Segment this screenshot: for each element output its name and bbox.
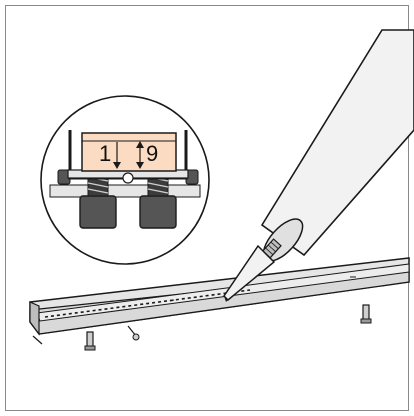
sealant-cartridge-icon	[223, 29, 414, 302]
support-leg	[360, 304, 372, 324]
drain-channel-icon	[29, 257, 410, 351]
dimension-arrow-left	[113, 142, 121, 169]
dimension-label-left: 1	[99, 141, 111, 166]
dimension-arrow-right	[136, 141, 144, 169]
support-leg	[32, 325, 140, 345]
channel-section	[81, 132, 177, 172]
magnifier-detail-icon: 1 9	[40, 95, 210, 265]
support-leg	[84, 331, 96, 351]
dimension-label-right: 9	[146, 141, 158, 166]
